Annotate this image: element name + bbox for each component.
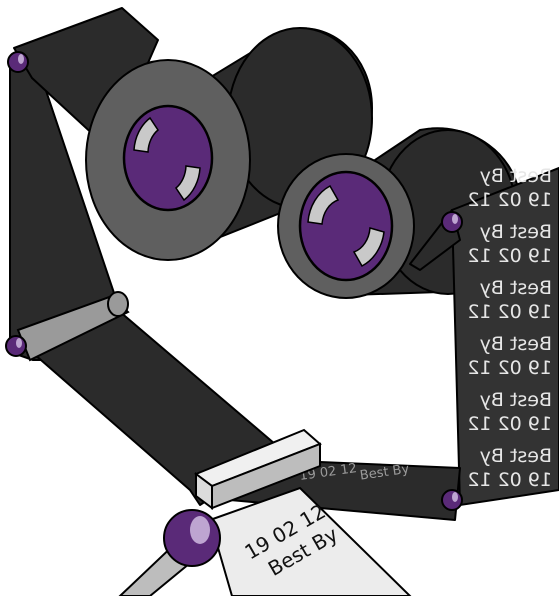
ribbon-imprint-line2: 19 02 12	[467, 469, 552, 491]
ribbon-imprint-line1: Best By	[480, 221, 552, 243]
ribbon-imprint-line2: 19 02 12	[467, 357, 552, 379]
ribbon-imprint-line1: Best By	[480, 277, 552, 299]
roller-mid-left	[6, 336, 26, 356]
ribbon-imprint-line1: Best By	[480, 389, 552, 411]
ribbon-imprint-line2: 19 02 12	[467, 189, 552, 211]
ribbon-imprint-line1: Best By	[480, 165, 552, 187]
ribbon-imprint-line2: 19 02 12	[467, 413, 552, 435]
roller-top-left	[8, 52, 28, 72]
ribbon-imprint-line2: 19 02 12	[467, 245, 552, 267]
platen-roller	[164, 510, 220, 566]
supply-hub	[124, 106, 212, 210]
roller-right-bottom	[442, 490, 462, 510]
takeup-hub	[300, 172, 392, 280]
ribbon-imprint-line2: 19 02 12	[467, 301, 552, 323]
roller-right-top	[442, 212, 462, 232]
ribbon-imprint-line1: Best By	[480, 445, 552, 467]
ribbon-imprint-line1: Best By	[480, 333, 552, 355]
